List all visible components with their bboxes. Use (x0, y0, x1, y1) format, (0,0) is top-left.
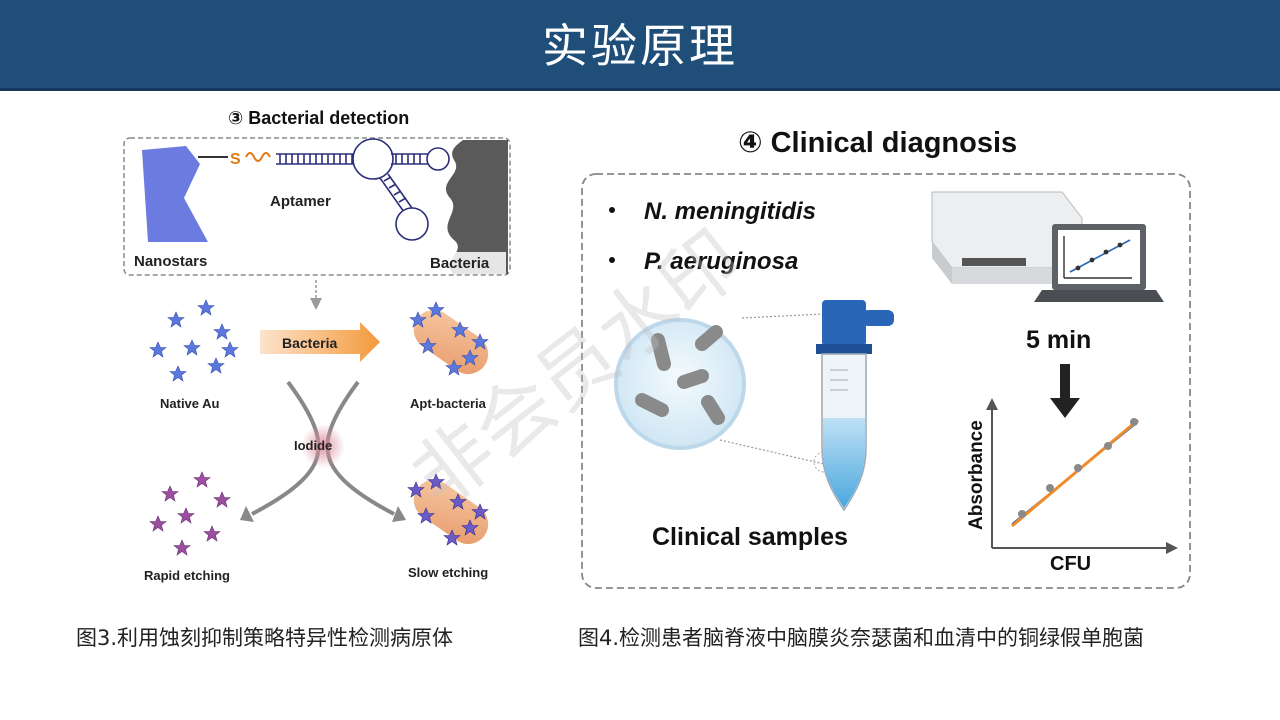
slide-header: 实验原理 (0, 0, 1280, 88)
figure-3-bacterial-detection: ③ Bacterial detection S Aptamer Nanostar… (118, 102, 528, 602)
apt-bacteria-icon (409, 301, 489, 376)
figure-3-title: ③ Bacterial detection (228, 108, 409, 128)
iodide-glow (301, 424, 345, 468)
laptop-icon (1034, 224, 1164, 302)
rapid-etching-stars-icon (149, 471, 231, 556)
thiol-label: S (230, 151, 241, 168)
rapid-etching-label: Rapid etching (144, 568, 230, 583)
native-au-stars-icon (149, 299, 239, 382)
slow-etching-label: Slow etching (408, 565, 488, 580)
header-divider (0, 88, 1280, 91)
nanostars-label: Nanostars (134, 253, 207, 270)
aptamer-label: Aptamer (270, 193, 331, 210)
bacteria-wall-icon (445, 140, 508, 274)
bacteria-arrow-icon (260, 322, 380, 362)
bullet-n-meningitidis: N. meningitidis (644, 198, 816, 225)
microscope-view-icon (614, 313, 835, 473)
time-label: 5 min (1026, 326, 1091, 354)
figure-4-clinical-diagnosis: ④ Clinical diagnosis N. meningitidis P. … (572, 118, 1212, 602)
figure-4-caption: 图4.检测患者脑脊液中脑膜炎奈瑟菌和血清中的铜绿假单胞菌 (578, 626, 1145, 650)
clinical-samples-label: Clinical samples (652, 523, 848, 551)
bullet-icon (609, 257, 615, 263)
bacteria-arrow-label: Bacteria (282, 335, 337, 351)
figure-3-diagram: ③ Bacterial detection S Aptamer Nanostar… (123, 108, 511, 583)
apt-bacteria-label: Apt-bacteria (410, 396, 487, 411)
bullet-p-aeruginosa: P. aeruginosa (644, 248, 798, 275)
plate-reader-icon (931, 191, 1083, 284)
figure-4-title: ④ Clinical diagnosis (738, 127, 1017, 159)
axis-x-label: CFU (1050, 553, 1091, 575)
axis-y-label: Absorbance (966, 420, 987, 530)
bullet-icon (609, 207, 615, 213)
curve-points (1018, 418, 1138, 518)
sample-tube-icon (816, 300, 894, 512)
dashed-frame (123, 137, 511, 276)
native-au-label: Native Au (160, 396, 220, 411)
aptamer-structure-icon (276, 138, 450, 241)
iodide-label: Iodide (294, 438, 332, 453)
nanostar-shape (142, 146, 208, 242)
figure-4-diagram: ④ Clinical diagnosis N. meningitidis P. … (581, 127, 1191, 589)
slide-title: 实验原理 (542, 19, 738, 73)
figure-3-caption: 图3.利用蚀刻抑制策略特异性检测病原体 (76, 626, 454, 650)
watermark: 非会员水印 (396, 220, 758, 523)
watermark-text: 非会员水印 (396, 220, 758, 523)
down-arrow-icon (1050, 364, 1080, 418)
bacteria-label: Bacteria (430, 255, 490, 272)
linker-icon (245, 152, 271, 162)
slow-etching-icon (407, 473, 489, 546)
standard-curve-plot (986, 398, 1178, 554)
dashed-frame (581, 173, 1191, 589)
